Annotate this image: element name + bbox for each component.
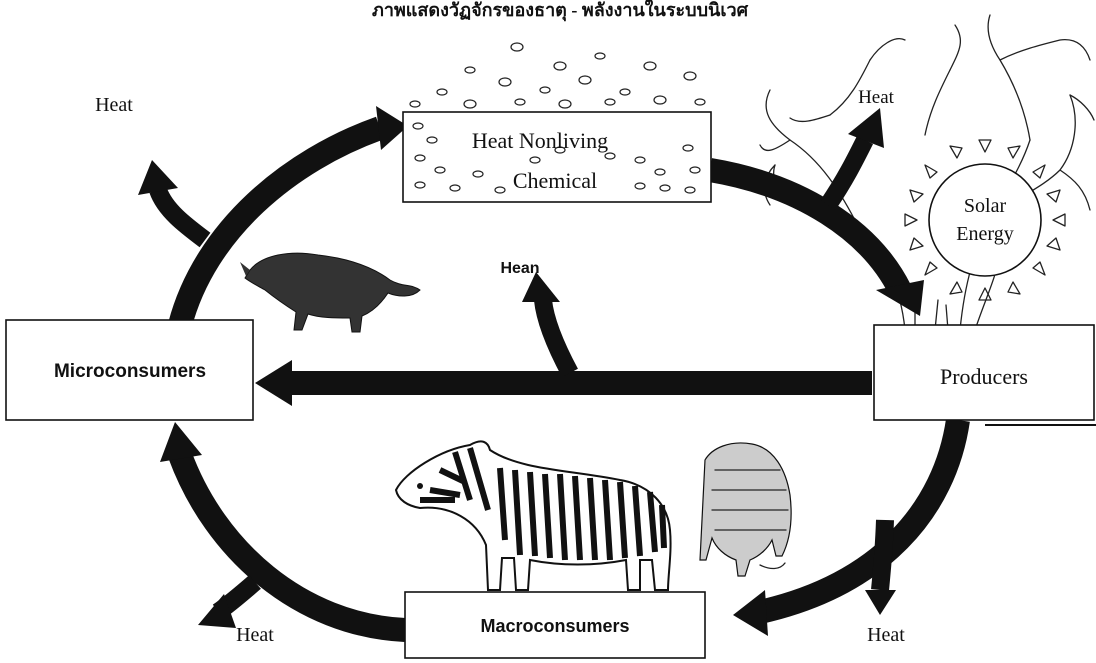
arrow-nonliving-to-producers [710, 170, 900, 290]
heat-label-top-right: Heat [858, 87, 895, 108]
heat-arrow-top-left-head [138, 160, 178, 195]
arrow-macro-to-micro [180, 455, 405, 630]
pig-illustration [700, 443, 791, 576]
arrow-producers-to-macro-head [733, 590, 768, 636]
heat-arrow-bottom-right [880, 520, 885, 590]
zebra-illustration [396, 441, 671, 590]
heat-label-bottom-left: Heat [236, 624, 274, 646]
arrow-nonliving-to-producers-head [876, 280, 924, 316]
sun-illustration: Solar Energy [905, 140, 1065, 300]
macroconsumers-label: Macroconsumers [480, 616, 629, 636]
bubble-field [410, 43, 705, 108]
nonliving-label-line2: Chemical [513, 168, 597, 193]
tree-illustration [760, 15, 1094, 330]
arrow-producers-to-micro-head [255, 360, 292, 406]
heat-label-center: Hean [500, 260, 539, 277]
arrow-macro-to-micro-head [160, 422, 202, 462]
macroconsumers-node: Macroconsumers [405, 592, 705, 658]
wolf-illustration [240, 253, 420, 332]
heat-arrow-top-left [158, 190, 205, 240]
heat-label-bottom-right: Heat [867, 624, 905, 646]
producers-node: Producers [874, 325, 1096, 425]
producers-label: Producers [940, 364, 1028, 389]
sun-label-line1: Solar [964, 195, 1007, 217]
nonliving-pool: Heat Nonliving Chemical [403, 43, 711, 202]
diagram-title: ภาพแสดงวัฏจักรของธาตุ - พลังงานในระบบนิเ… [372, 0, 749, 22]
heat-arrow-bottom-right-head [865, 590, 896, 615]
microconsumers-label: Micro­consumers [54, 361, 206, 382]
heat-arrow-center [543, 300, 570, 373]
microconsumers-node: Micro­consumers [6, 320, 253, 420]
heat-arrow-top-right [828, 140, 865, 205]
nonliving-label-line1: Heat Nonliving [472, 128, 608, 153]
sun-label-line2: Energy [956, 223, 1013, 245]
heat-label-top-left: Heat [95, 94, 133, 116]
